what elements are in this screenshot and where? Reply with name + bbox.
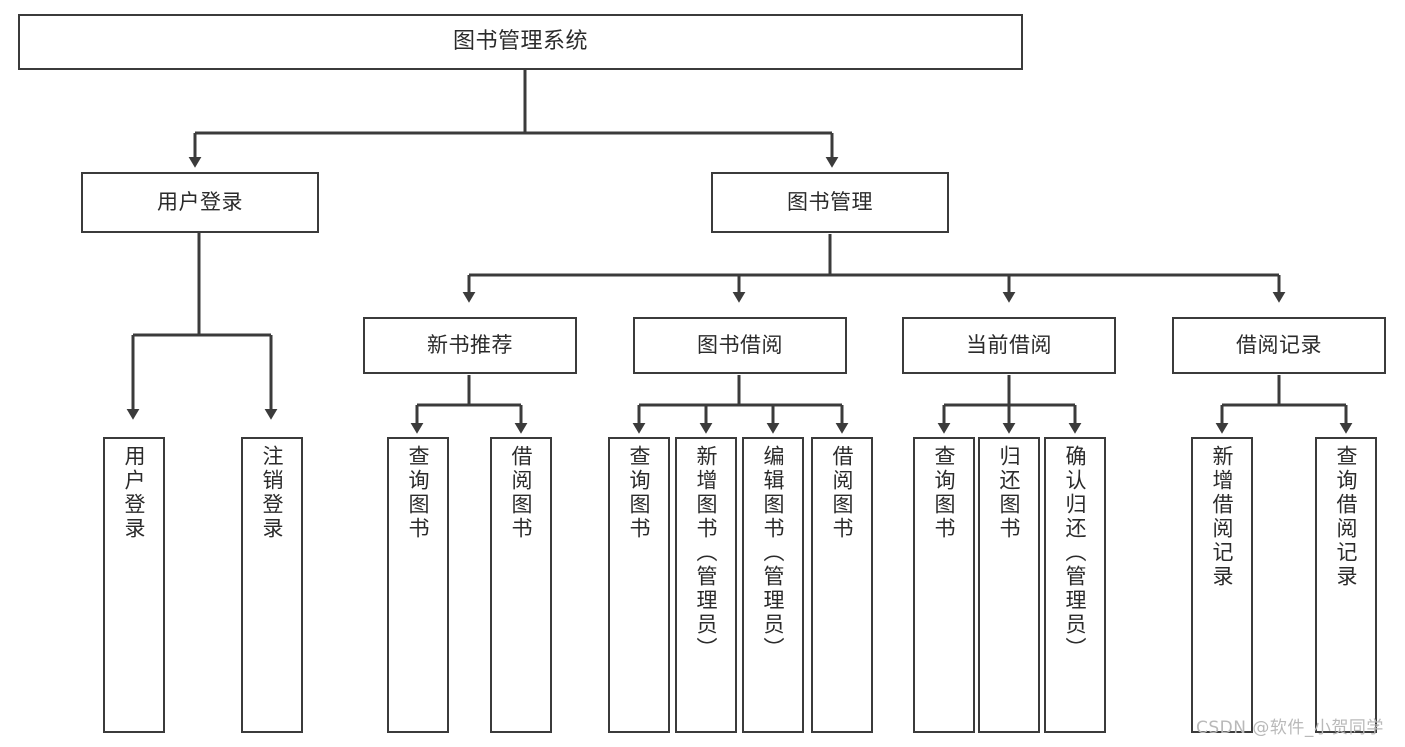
node-current-borrow[interactable]: 当前借阅 [902, 317, 1116, 374]
node-label: 查询图书 [932, 445, 957, 541]
node-label: 注销登录 [260, 445, 285, 541]
leaf-new-book-query[interactable]: 查询图书 [387, 437, 449, 733]
leaf-book-borrow-borrow[interactable]: 借阅图书 [811, 437, 873, 733]
leaf-user-login-logout[interactable]: 注销登录 [241, 437, 303, 733]
node-label: 当前借阅 [966, 332, 1052, 357]
node-label: 借阅记录 [1236, 332, 1322, 357]
node-user-login[interactable]: 用户登录 [81, 172, 319, 233]
leaf-user-login-login[interactable]: 用户登录 [103, 437, 165, 733]
leaf-book-borrow-edit[interactable]: 编辑图书（管理员） [742, 437, 804, 733]
node-label: 图书借阅 [697, 332, 783, 357]
leaf-new-book-borrow[interactable]: 借阅图书 [490, 437, 552, 733]
leaf-book-borrow-add[interactable]: 新增图书（管理员） [675, 437, 737, 733]
node-borrow-record[interactable]: 借阅记录 [1172, 317, 1386, 374]
node-label: 查询图书 [406, 445, 431, 541]
node-label: 新增图书（管理员） [694, 445, 719, 661]
node-label: 编辑图书（管理员） [761, 445, 786, 661]
node-label: 用户登录 [157, 189, 243, 214]
leaf-current-borrow-return[interactable]: 归还图书 [978, 437, 1040, 733]
leaf-current-borrow-confirm-return[interactable]: 确认归还（管理员） [1044, 437, 1106, 733]
node-label: 新增借阅记录 [1210, 445, 1235, 589]
leaf-borrow-record-add[interactable]: 新增借阅记录 [1191, 437, 1253, 733]
node-label: 图书管理系统 [452, 28, 588, 54]
node-label: 借阅图书 [830, 445, 855, 541]
node-book-management[interactable]: 图书管理 [711, 172, 949, 233]
node-book-borrow[interactable]: 图书借阅 [633, 317, 847, 374]
leaf-borrow-record-query[interactable]: 查询借阅记录 [1315, 437, 1377, 733]
node-label: 新书推荐 [427, 332, 513, 357]
node-label: 查询图书 [627, 445, 652, 541]
leaf-current-borrow-query[interactable]: 查询图书 [913, 437, 975, 733]
node-new-book-recommend[interactable]: 新书推荐 [363, 317, 577, 374]
node-label: 确认归还（管理员） [1063, 445, 1088, 661]
leaf-book-borrow-query[interactable]: 查询图书 [608, 437, 670, 733]
node-label: 用户登录 [122, 445, 147, 541]
node-label: 归还图书 [997, 445, 1022, 541]
node-label: 借阅图书 [509, 445, 534, 541]
node-label: 查询借阅记录 [1334, 445, 1359, 589]
node-root-book-management-system[interactable]: 图书管理系统 [18, 14, 1023, 70]
node-label: 图书管理 [787, 189, 873, 214]
